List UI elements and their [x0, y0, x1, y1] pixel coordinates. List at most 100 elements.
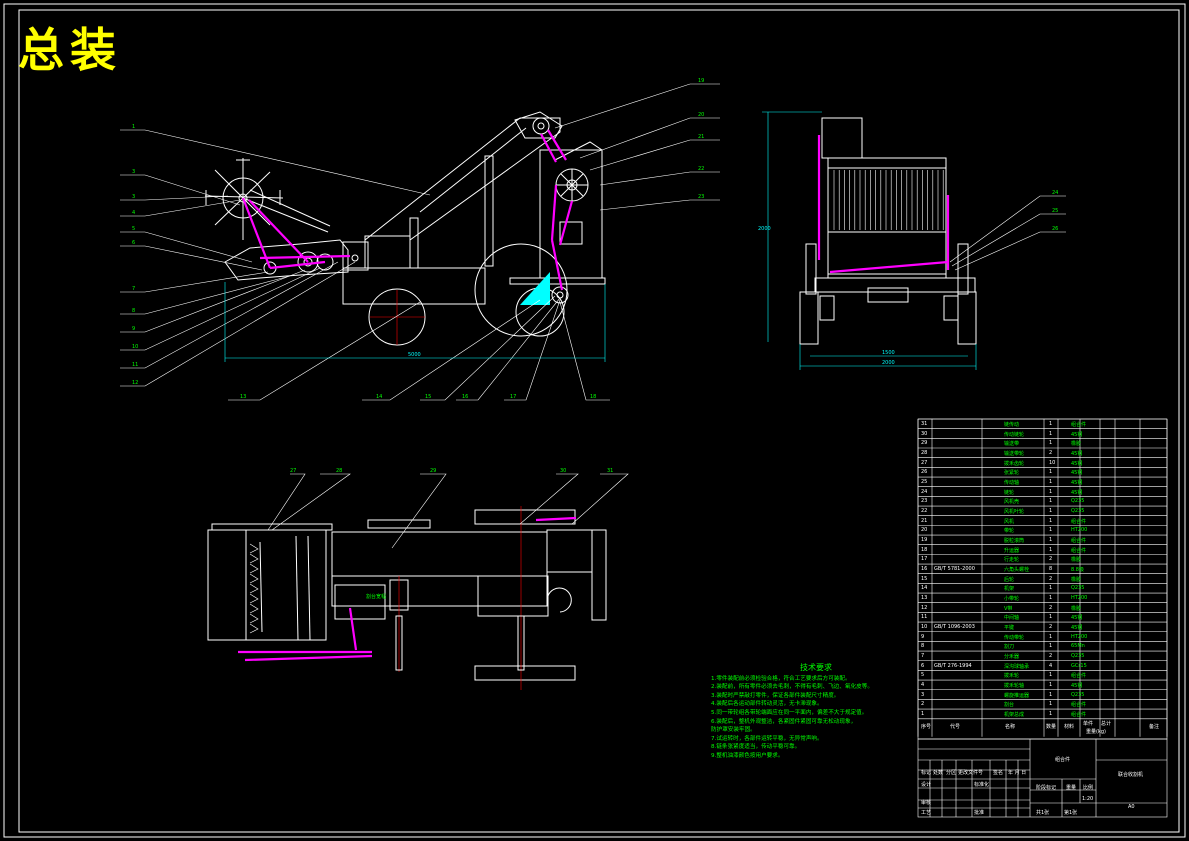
bom-no: 15 — [921, 575, 928, 582]
bom-name: 风机 — [1004, 518, 1015, 525]
bom-qty: 1 — [1049, 527, 1053, 534]
bom-header-qty: 数量 — [1046, 723, 1057, 730]
tb-rev-3: 分区 — [946, 770, 957, 776]
side-view-slats — [833, 170, 944, 230]
bom-no: 31 — [921, 421, 928, 427]
bom-material: 组合件 — [1071, 422, 1087, 428]
bom-name: 输送带轮 — [1004, 451, 1025, 457]
bom-name: 后轮 — [1004, 576, 1015, 583]
balloon-number: 30 — [560, 468, 566, 474]
bom-material: Q235 — [1071, 585, 1085, 592]
bom-no: 7 — [921, 653, 925, 660]
bom-name: 分禾器 — [1004, 654, 1020, 661]
balloon-number: 17 — [510, 394, 516, 400]
balloon-number: 26 — [1052, 226, 1058, 232]
bom-name: 风机壳 — [1004, 499, 1020, 506]
bom-name: 中间轴 — [1004, 615, 1020, 622]
bom-name: 脱粒滚筒 — [1004, 538, 1025, 545]
bom-name: 链传动 — [1004, 422, 1020, 428]
balloon-number: 1 — [132, 124, 135, 130]
bom-qty: 1 — [1049, 469, 1053, 476]
balloon-number: 4 — [132, 210, 135, 216]
bom-qty: 1 — [1049, 595, 1053, 602]
balloon-number: 7 — [132, 286, 135, 292]
bom-no: 6 — [921, 662, 925, 669]
balloon-number: 28 — [336, 468, 342, 474]
bom-table — [917, 418, 1168, 818]
bom-qty: 1 — [1049, 508, 1053, 515]
bom-qty: 1 — [1049, 643, 1053, 650]
bom-code: GB/T 1096-2003 — [934, 624, 975, 631]
side-leaders — [949, 195, 1066, 271]
belt-drives — [241, 129, 574, 291]
note-line: 8.链条张紧度适当，传动平稳可靠。 — [711, 744, 801, 751]
side-view — [799, 117, 977, 345]
bom-material: HT200 — [1071, 527, 1088, 534]
bom-no: 30 — [921, 430, 928, 437]
bom-material: GCr15 — [1071, 662, 1087, 669]
note-line: 2.装配前，所有零件必须去毛刺，不得有毛刺、飞边、氧化皮等。 — [711, 684, 873, 691]
bom-name: 机架总成 — [1004, 712, 1025, 719]
bom-qty: 2 — [1049, 556, 1053, 563]
bom-no: 23 — [921, 498, 928, 505]
bom-qty: 10 — [1049, 459, 1056, 466]
bom-material: 45钢 — [1071, 480, 1083, 487]
front-view — [204, 111, 606, 346]
bom-name: 行走轮 — [1004, 557, 1020, 564]
bom-material: 45钢 — [1071, 489, 1083, 496]
bom-material: 橡胶 — [1071, 576, 1082, 583]
bom-qty: 1 — [1049, 421, 1053, 427]
bom-no: 13 — [921, 595, 928, 602]
balloon-number: 9 — [132, 326, 135, 332]
upper-sprocket — [532, 117, 550, 135]
bom-header-weight: 重量(kg) — [1086, 728, 1106, 735]
auger-flight — [249, 573, 259, 584]
bom-no: 14 — [921, 585, 928, 592]
bom-material: 45钢 — [1071, 451, 1083, 457]
tb-role-design: 设计 — [921, 782, 932, 788]
bom-qty: 2 — [1049, 575, 1053, 582]
bom-qty: 1 — [1049, 498, 1053, 505]
tb-material: 组合件 — [1055, 757, 1071, 763]
tb-scale-label: 比例 — [1083, 785, 1094, 791]
balloon-number: 23 — [698, 194, 704, 200]
side-dimensions — [762, 111, 977, 370]
bom-name: 传动链轮 — [1004, 431, 1025, 438]
bom-material: 45钢 — [1071, 615, 1083, 622]
bom-qty: 1 — [1049, 691, 1053, 698]
bom-material: 组合件 — [1071, 518, 1087, 525]
bom-no: 22 — [921, 508, 928, 515]
auger-flight — [249, 613, 259, 624]
top-leaders — [267, 473, 629, 549]
auger-flight — [249, 623, 259, 634]
balloon-number: 5 — [132, 226, 135, 232]
front-leaders — [120, 83, 720, 401]
bom-material: 组合件 — [1071, 673, 1087, 680]
dimension-text: 2000 — [882, 360, 895, 366]
bom-no: 3 — [921, 691, 925, 698]
outer-frame — [3, 3, 1186, 838]
bom-material: 45钢 — [1071, 431, 1083, 438]
fan-sector — [520, 272, 550, 305]
bom-no: 19 — [921, 537, 928, 544]
bom-name: 六角头螺栓 — [1004, 567, 1030, 574]
bom-material: 65Mn — [1071, 643, 1085, 650]
balloon-number: 11 — [132, 362, 138, 368]
bom-no: 1 — [921, 711, 925, 718]
tb-stage: 阶段标记 — [1036, 785, 1057, 791]
bom-name: 螺旋推运器 — [1004, 692, 1030, 699]
bom-no: 29 — [921, 440, 928, 447]
bom-no: 27 — [921, 459, 928, 466]
tb-drawing-name: 联合收割机 — [1118, 772, 1144, 778]
bom-qty: 1 — [1049, 430, 1053, 437]
technical-requirements: 技术要求 1.零件装配前必须检验合格，符合工艺要求后方可装配。 2.装配前，所有… — [711, 663, 921, 761]
bom-no: 20 — [921, 527, 928, 534]
bom-no: 17 — [921, 556, 928, 563]
bom-material: Q235 — [1071, 653, 1085, 660]
note-line: 7.试运转时，各部件运转平稳，无异常声响。 — [711, 735, 823, 742]
tb-weight: 重量 — [1066, 785, 1077, 791]
bom-qty: 1 — [1049, 711, 1053, 718]
bom-qty: 2 — [1049, 450, 1053, 456]
balloon-number: 29 — [430, 468, 436, 474]
bom-material: Q235 — [1071, 691, 1085, 698]
